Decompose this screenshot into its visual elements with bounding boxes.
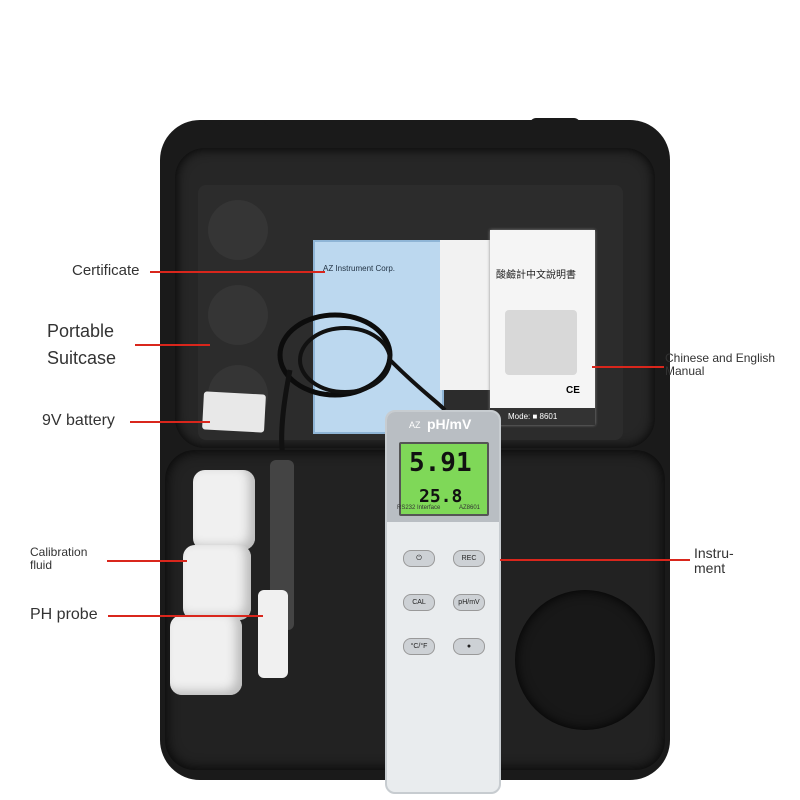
rec-button[interactable]: REC — [453, 550, 485, 567]
label-portable: Portable — [47, 321, 115, 341]
label-calibration-2: fluid — [30, 558, 53, 572]
temp-reading: 25.8 — [419, 486, 463, 507]
line-calibration — [107, 560, 187, 562]
calibration-bottle-2 — [183, 545, 251, 620]
label-instrument-1: Instru- — [694, 545, 734, 561]
label-manual-2: Manual — [665, 364, 705, 378]
temp-button[interactable]: °C/°F — [403, 638, 435, 655]
ce-mark: CE — [566, 385, 580, 396]
interface-label: RS232 Interface — [397, 505, 441, 511]
meter-model: pH/mV — [427, 416, 472, 432]
case-latch-right — [530, 118, 580, 146]
case-latch-left — [218, 122, 268, 150]
ph-meter: AZ pH/mV 5.91 25.8 RS232 Interface AZ860… — [385, 410, 501, 794]
line-probe — [108, 615, 263, 617]
model-number: AZ8601 — [459, 505, 481, 511]
enter-button[interactable]: ● — [453, 638, 485, 655]
line-certificate — [150, 271, 325, 273]
line-suitcase — [135, 344, 210, 346]
manual-model-strip: Mode: ■ 8601 — [490, 408, 595, 425]
calibration-bottle-1 — [193, 470, 255, 550]
power-button[interactable]: ⏻ — [403, 550, 435, 567]
line-manual — [592, 366, 664, 368]
ph-reading: 5.91 — [409, 448, 472, 478]
lcd-display: 5.91 25.8 — [399, 442, 489, 516]
meter-brand: AZ — [409, 420, 421, 430]
manual-booklet: 酸鹼計中文說明書 CE Mode: ■ 8601 — [490, 230, 595, 425]
manual-meter-image — [505, 310, 577, 375]
manual-title: 酸鹼計中文說明書 — [496, 270, 576, 281]
ph-mv-button[interactable]: pH/mV — [453, 594, 485, 611]
cal-button[interactable]: CAL — [403, 594, 435, 611]
probe-cable — [277, 312, 447, 466]
certificate-company: AZ Instrument Corp. — [323, 264, 396, 273]
label-manual-1: Chinese and English — [665, 351, 776, 365]
ph-probe-cap — [258, 590, 288, 678]
9v-battery — [202, 391, 266, 433]
meter-head: AZ pH/mV 5.91 25.8 — [387, 412, 499, 522]
empty-bottle-slot — [515, 590, 655, 730]
calibration-bottle-3 — [170, 615, 242, 695]
line-battery — [130, 421, 210, 423]
line-instrument — [500, 559, 690, 561]
label-battery: 9V battery — [42, 412, 115, 429]
operation-sheet — [440, 240, 498, 390]
label-probe: PH probe — [30, 606, 98, 623]
label-certificate: Certificate — [72, 262, 140, 279]
label-suitcase: Suitcase — [47, 348, 117, 368]
label-instrument-2: ment — [694, 560, 726, 576]
label-calibration-1: Calibration — [30, 545, 88, 559]
